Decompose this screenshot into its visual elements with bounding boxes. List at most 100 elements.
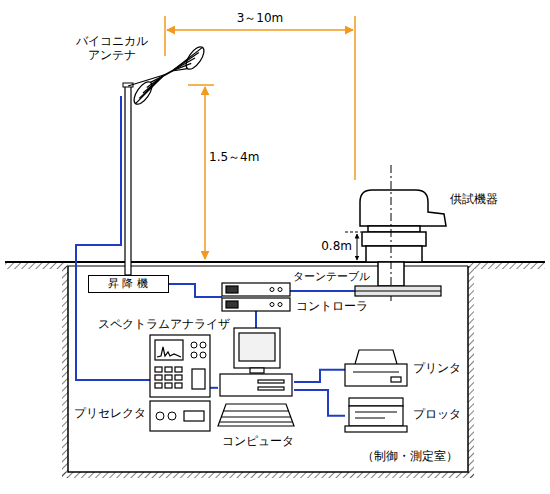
device-label: 昇 降 機	[96, 277, 161, 291]
controller: コントローラ	[222, 283, 290, 311]
turntable-drawing	[355, 290, 441, 291]
spectrum-analyzer-drawing	[150, 401, 210, 431]
spectrum-analyzer-drawing	[175, 367, 182, 372]
spectrum-analyzer-drawing	[184, 411, 204, 421]
height-dimension: 1.5～4m	[209, 150, 259, 164]
signal-cable	[294, 390, 345, 416]
ground	[468, 262, 545, 269]
biconical-antenna	[139, 76, 163, 98]
spectrum-analyzer-drawing	[155, 367, 162, 372]
biconical-antenna	[172, 47, 203, 71]
eut-label: 供試機器	[450, 192, 498, 206]
device-label: コントローラ	[296, 299, 368, 313]
dimension-lines	[354, 16, 356, 180]
printer: プリンタ	[345, 350, 407, 386]
turntable: ターンテーブル	[355, 286, 441, 296]
device-label: ターンテーブル	[293, 270, 370, 283]
equipment-under-test	[368, 226, 420, 232]
spectrum-analyzer-drawing	[155, 340, 183, 360]
equipment-under-test	[362, 232, 426, 246]
computer-drawing	[218, 328, 294, 428]
ground	[68, 266, 468, 472]
room-label: （制御・測定室）	[362, 449, 458, 463]
signal-cable	[294, 370, 345, 382]
center-line	[391, 165, 392, 302]
printer-drawing	[345, 350, 407, 386]
plotter-drawing	[345, 426, 407, 432]
plotter: プロッタ	[345, 396, 407, 432]
device-label: スペクトラムアナライザ	[98, 317, 230, 331]
dimension-lines	[188, 84, 214, 86]
spectrum-analyzer-drawing	[165, 375, 172, 380]
height-dimension	[357, 234, 358, 260]
ground	[468, 266, 474, 478]
turntable-drawing	[355, 286, 441, 296]
controller-drawing	[270, 303, 274, 307]
distance-dimension: 3～10m	[237, 11, 284, 25]
plotter-drawing	[345, 396, 407, 432]
computer-drawing	[220, 374, 292, 396]
antenna-mast	[125, 86, 131, 275]
table-height-dimension: 0.8m	[321, 239, 352, 253]
computer-drawing	[258, 387, 284, 390]
biconical-antenna	[163, 71, 172, 76]
spectrum-analyzer-drawing	[150, 335, 210, 431]
plotter-drawing	[349, 398, 403, 406]
computer-drawing	[250, 368, 264, 373]
spectrum-analyzer-drawing	[191, 342, 197, 348]
spectrum-analyzer: スペクトラムアナライザプリセレクタ	[150, 335, 210, 431]
device-label: プロッタ	[413, 407, 461, 421]
controller-drawing	[226, 286, 238, 293]
spectrum-analyzer-drawing	[192, 369, 205, 389]
biconical-antenna	[172, 53, 199, 71]
spectrum-analyzer-drawing	[155, 383, 162, 388]
spectrum-analyzer-drawing	[156, 412, 164, 420]
center-line	[391, 165, 392, 302]
biconical-antenna	[136, 76, 164, 104]
printer-drawing	[391, 377, 401, 382]
ground	[5, 261, 545, 263]
antenna-cable	[76, 96, 150, 380]
controller-drawing	[222, 283, 290, 311]
ground	[5, 262, 68, 269]
spectrum-analyzer-drawing	[150, 335, 210, 397]
computer-drawing	[220, 411, 292, 422]
printer-drawing	[355, 350, 397, 364]
controller-drawing	[222, 298, 290, 311]
computer-drawing	[239, 333, 275, 361]
signal-cable	[169, 284, 223, 297]
biconical-antenna	[172, 58, 195, 71]
device-label: コンピュータ	[222, 434, 294, 448]
equipment-under-test	[360, 190, 446, 226]
turntable-drawing	[355, 286, 441, 296]
spectrum-analyzer-drawing	[155, 375, 162, 380]
spectrum-analyzer-drawing	[168, 412, 176, 420]
biconical-antenna	[172, 63, 191, 71]
plotter-drawing	[349, 406, 403, 426]
printer-drawing	[345, 364, 407, 386]
spectrum-analyzer-drawing	[175, 383, 182, 388]
device-label: プリンタ	[413, 361, 461, 375]
controller-drawing	[222, 283, 290, 296]
signal-cable	[255, 311, 257, 328]
antenna-cable	[76, 96, 150, 380]
spectrum-analyzer-drawing	[157, 347, 181, 357]
ground	[5, 262, 545, 478]
antenna-label: バイコニカル アンテナ	[72, 34, 152, 63]
signal-cable	[290, 290, 355, 292]
computer-drawing	[234, 328, 280, 368]
antenna-mast	[123, 83, 133, 275]
dimension-lines	[204, 87, 206, 259]
spectrum-analyzer-drawing	[200, 352, 206, 358]
controller-drawing	[270, 288, 274, 292]
dimension-lines	[167, 29, 353, 31]
spectrum-analyzer-drawing	[200, 342, 206, 348]
biconical-antenna	[128, 44, 207, 107]
lift-box: 昇 降 機	[88, 275, 169, 293]
computer-drawing	[218, 404, 294, 426]
ground	[62, 266, 68, 478]
height-dimension	[345, 232, 361, 233]
